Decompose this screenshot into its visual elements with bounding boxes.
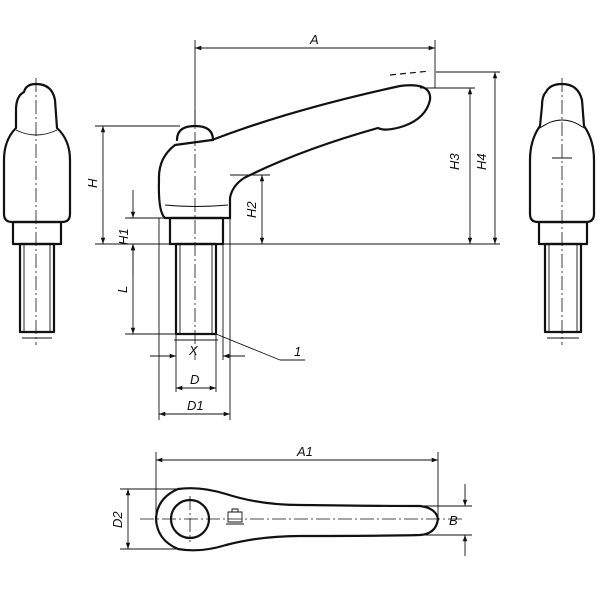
left-side-view	[2, 78, 72, 345]
label-D: D	[190, 372, 199, 387]
dim-H3-H4: H3 H4	[420, 71, 500, 244]
label-H4: H4	[474, 153, 489, 170]
dim-X-D-D1: X D D1	[150, 218, 245, 420]
label-D2: D2	[110, 511, 125, 528]
dim-H2: H2	[230, 174, 270, 244]
dim-H1: H1	[116, 190, 170, 275]
label-D1: D1	[187, 398, 204, 413]
label-callout: 1	[294, 344, 301, 359]
kipp-logo-icon	[226, 508, 244, 525]
dim-B: B	[420, 484, 472, 556]
callout-1: 1	[215, 333, 305, 361]
label-A1: A1	[296, 444, 313, 459]
label-H3: H3	[447, 153, 462, 170]
dim-A: A	[194, 32, 436, 126]
label-H: H	[85, 178, 100, 188]
label-X: X	[188, 343, 199, 358]
label-L: L	[115, 286, 130, 293]
front-view	[157, 84, 432, 360]
right-side-view	[528, 78, 596, 345]
top-view	[140, 487, 462, 552]
dim-D2: D2	[110, 488, 178, 550]
label-A: A	[309, 32, 319, 47]
label-B: B	[449, 513, 458, 528]
dim-H: H	[85, 125, 180, 244]
dim-A1: A1	[155, 444, 439, 519]
label-H2: H2	[244, 201, 259, 218]
label-H1: H1	[116, 228, 131, 245]
dim-L: L	[115, 244, 176, 335]
